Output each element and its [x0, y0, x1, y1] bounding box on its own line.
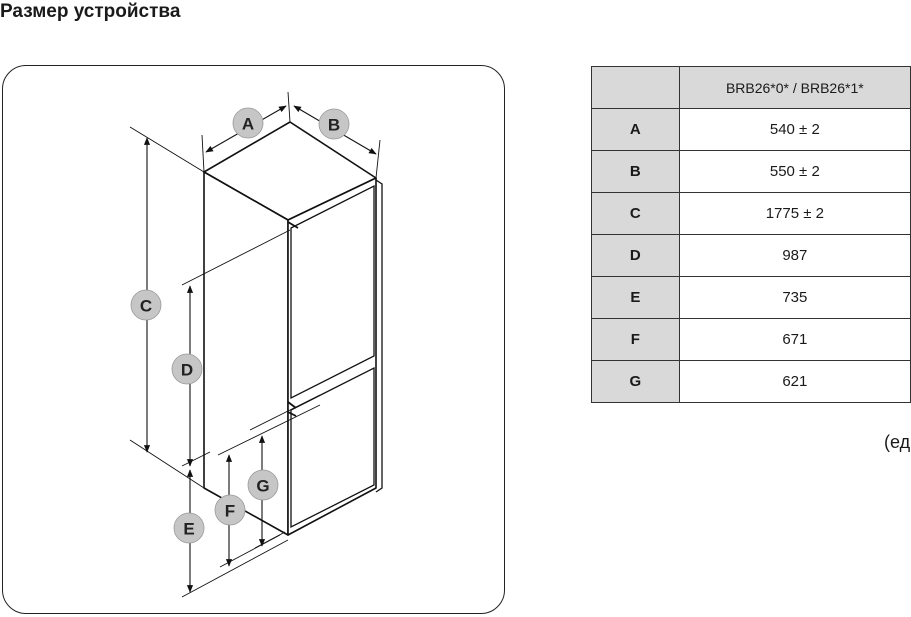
row-key: B — [591, 150, 680, 193]
callout-b: B — [318, 108, 350, 140]
callout-a: A — [232, 107, 264, 139]
row-value: 540 ± 2 — [678, 108, 911, 151]
dimension-figure-frame — [2, 65, 505, 614]
table-row: E 735 — [591, 276, 911, 319]
svg-text:B: B — [328, 116, 340, 135]
table-header-corner — [591, 66, 680, 109]
row-value: 550 ± 2 — [678, 150, 911, 193]
row-value: 735 — [678, 276, 911, 319]
table-row: A 540 ± 2 — [591, 108, 911, 151]
fridge-doors — [287, 179, 383, 529]
dimensions-table: BRB26*0* / BRB26*1* A 540 ± 2 B 550 ± 2 … — [591, 66, 911, 403]
svg-text:A: A — [242, 115, 254, 134]
row-key: E — [591, 276, 680, 319]
callout-d: D — [171, 353, 203, 385]
row-key: F — [591, 318, 680, 361]
table-row: B 550 ± 2 — [591, 150, 911, 193]
row-key: D — [591, 234, 680, 277]
table-row: C 1775 ± 2 — [591, 192, 911, 235]
row-value: 1775 ± 2 — [678, 192, 911, 235]
row-value: 987 — [678, 234, 911, 277]
callout-c: C — [130, 289, 162, 321]
table-header-model: BRB26*0* / BRB26*1* — [678, 66, 911, 109]
row-key: G — [591, 360, 680, 403]
row-value: 671 — [678, 318, 911, 361]
svg-text:G: G — [256, 477, 269, 496]
page-title: Размер устройства — [0, 1, 181, 22]
table-row: F 671 — [591, 318, 911, 361]
svg-text:C: C — [140, 297, 152, 316]
svg-text:D: D — [181, 361, 193, 380]
units-note: (ед — [884, 432, 911, 452]
row-key: A — [591, 108, 680, 151]
svg-text:E: E — [183, 520, 194, 539]
svg-text:F: F — [225, 502, 235, 521]
callout-e: E — [173, 512, 205, 544]
callout-g: G — [247, 469, 279, 501]
callout-f: F — [214, 494, 246, 526]
table-row: D 987 — [591, 234, 911, 277]
fridge-outline — [203, 121, 377, 536]
table-row: G 621 — [591, 360, 911, 403]
row-key: C — [591, 192, 680, 235]
row-value: 621 — [678, 360, 911, 403]
table-header-row: BRB26*0* / BRB26*1* — [591, 66, 911, 109]
